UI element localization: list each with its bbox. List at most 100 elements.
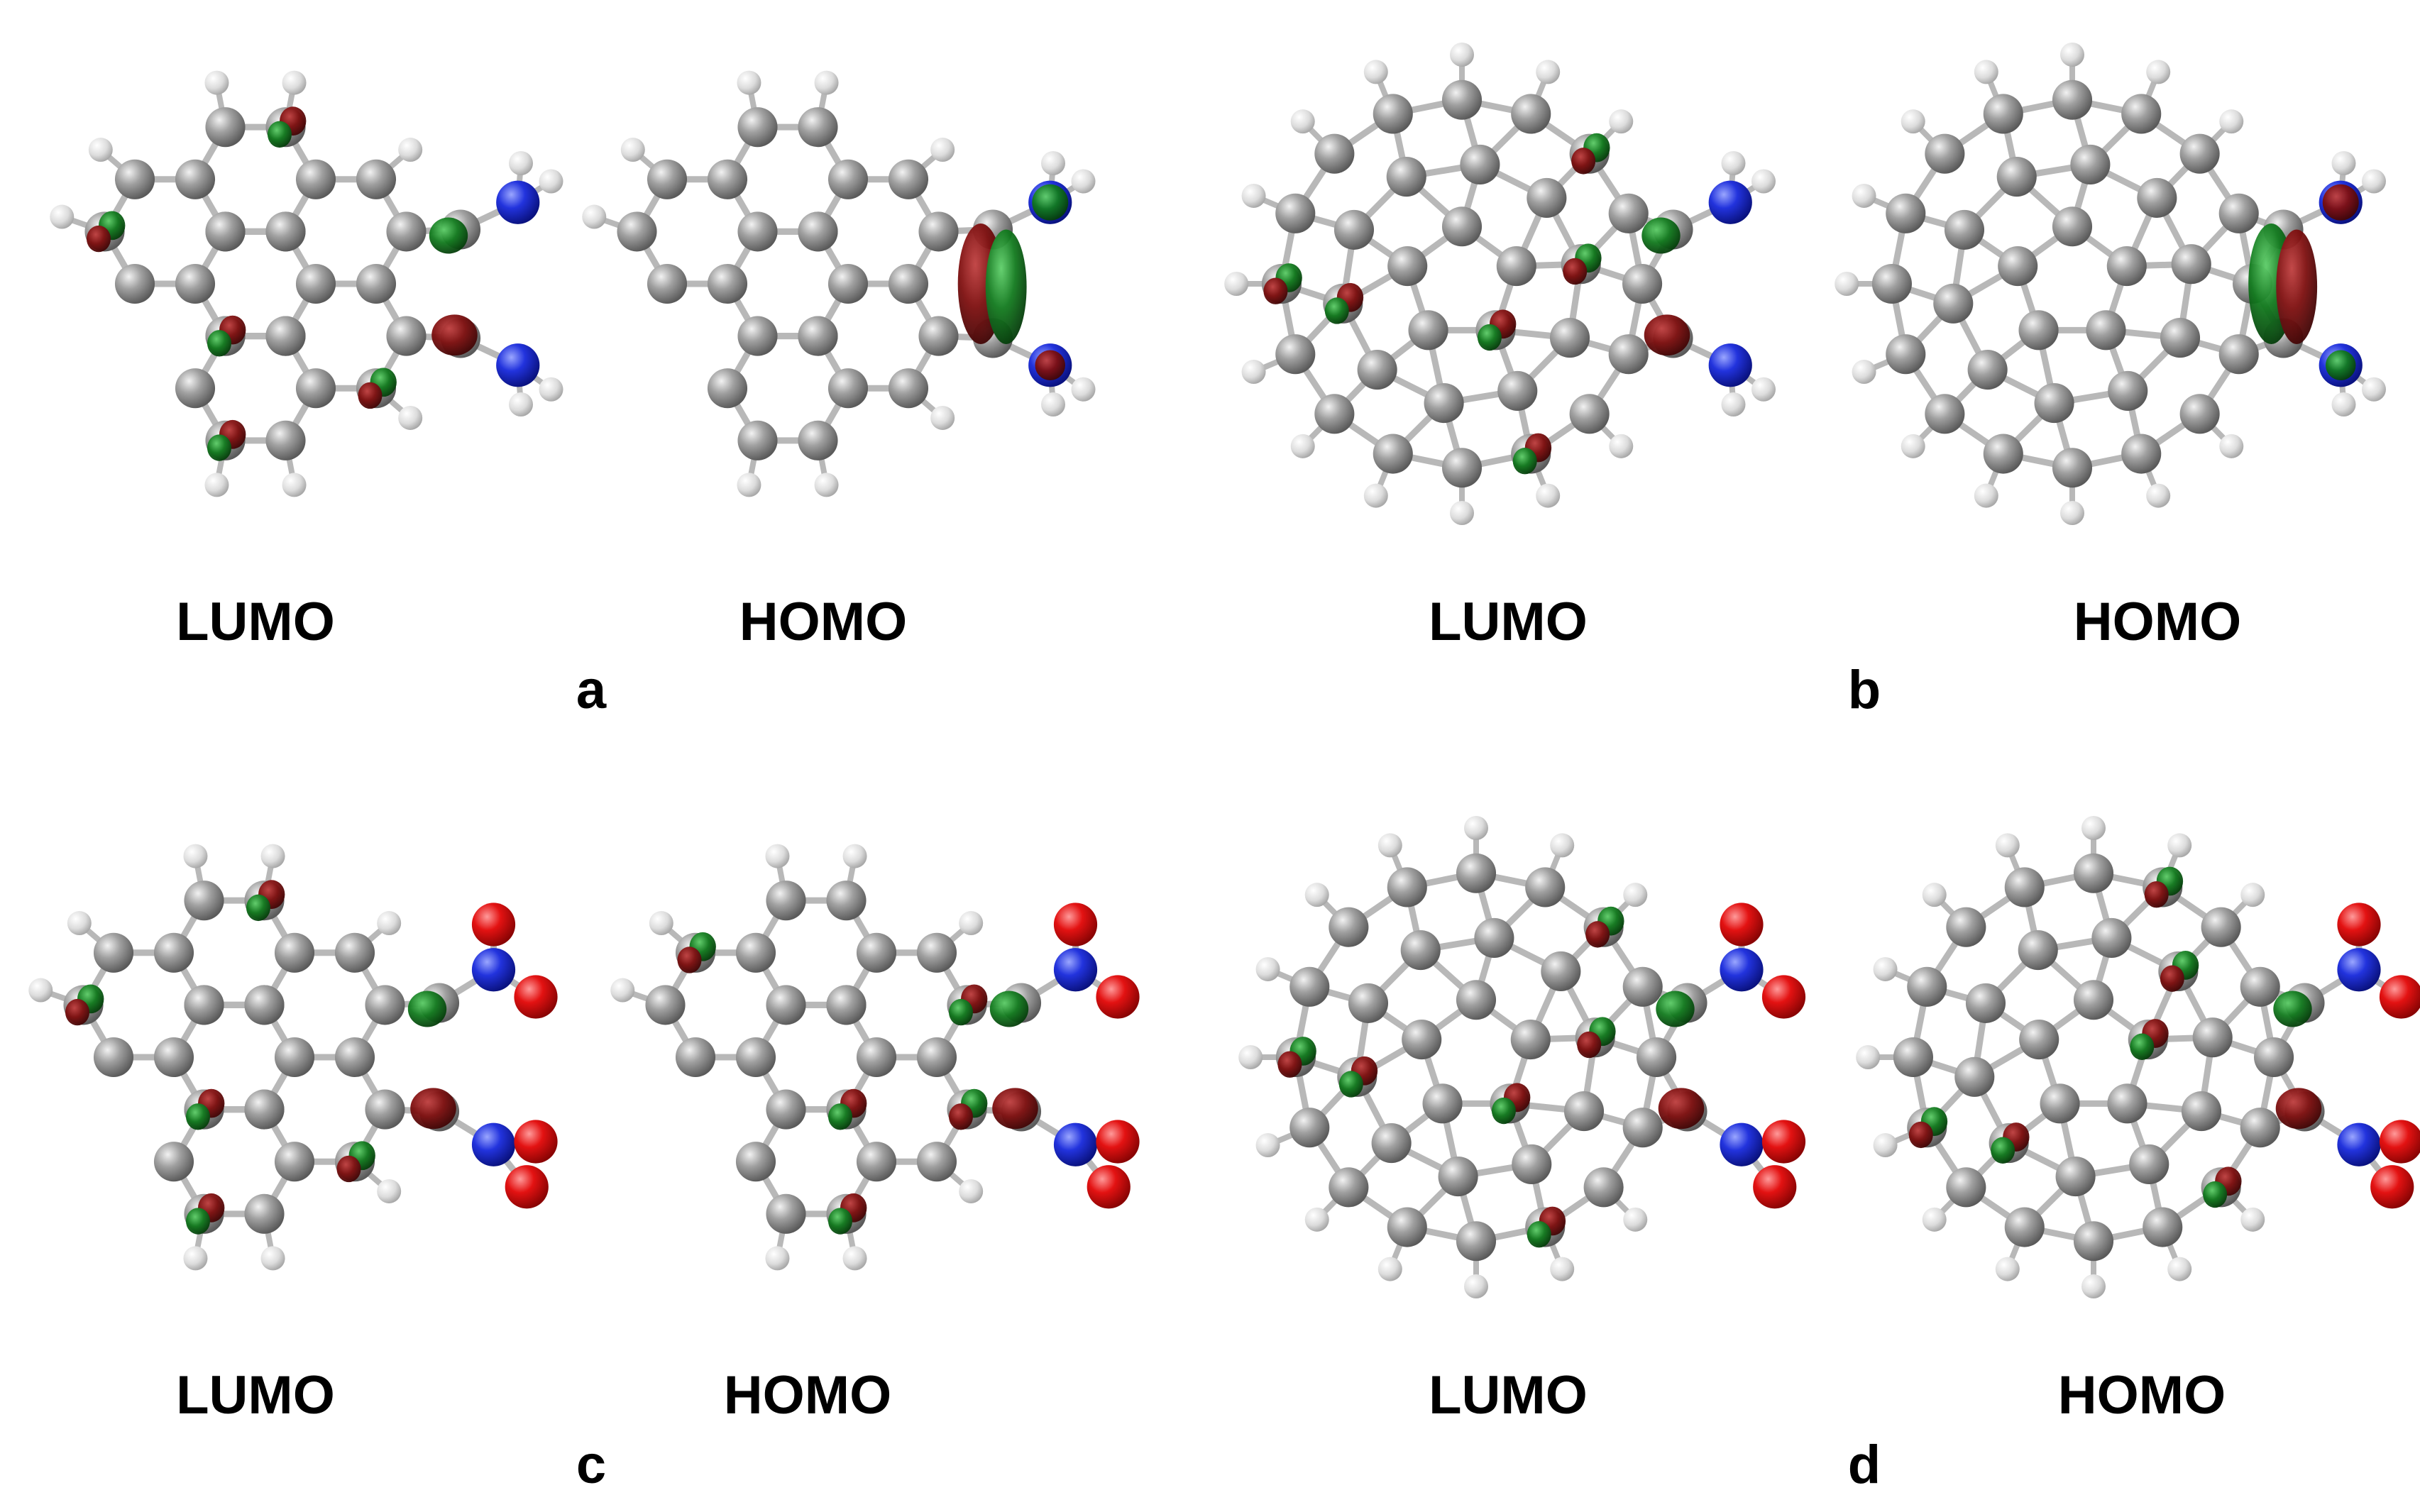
hydrogen-atom <box>1041 151 1065 175</box>
hydrogen-atom <box>2146 60 2171 84</box>
hydrogen-atom <box>1071 169 1096 194</box>
negative-lobe <box>828 1208 852 1235</box>
carbon-atom <box>707 263 748 304</box>
hydrogen-atom <box>1623 883 1648 907</box>
positive-lobe <box>358 382 383 409</box>
nitrogen-atom <box>1053 1122 1098 1166</box>
negative-lobe <box>429 217 468 254</box>
carbon-atom <box>1886 334 1926 375</box>
carbon-atom <box>1408 310 1448 351</box>
carbon-atom <box>1907 966 1947 1007</box>
carbon-atom <box>2018 930 2058 971</box>
carbon-atom <box>1275 334 1316 375</box>
carbon-atom <box>1925 394 1965 434</box>
carbon-atom <box>1608 334 1649 375</box>
carbon-atom <box>1333 209 1375 250</box>
hydrogen-atom <box>1873 1133 1898 1158</box>
carbon-atom <box>184 881 224 921</box>
nitrogen-atom <box>1708 180 1752 224</box>
panel-c-lumo-label: LUMO <box>176 1365 335 1425</box>
carbon-atom <box>1402 1019 1442 1060</box>
molecule-b-lumo <box>1224 43 1776 525</box>
carbon-atom <box>798 316 838 356</box>
oxygen-atom <box>1753 1165 1797 1209</box>
hydrogen-atom <box>88 138 113 162</box>
negative-lobe <box>2326 350 2356 380</box>
hydrogen-atom <box>930 138 955 162</box>
carbon-atom <box>1871 263 1912 304</box>
molecule-c-homo <box>610 844 1140 1271</box>
carbon-atom <box>2143 1207 2183 1247</box>
hydrogen-atom <box>1290 109 1315 134</box>
carbon-atom <box>2121 94 2162 134</box>
carbon-atom <box>1441 206 1483 247</box>
orbital-lobes <box>2248 184 2359 380</box>
carbon-atom <box>295 159 336 199</box>
carbon-atom <box>93 1037 134 1078</box>
hydrogen-atom <box>1751 169 1776 194</box>
carbon-atom <box>737 420 778 460</box>
hydrogen-atom <box>1304 1207 1329 1232</box>
carbon-atom <box>1387 245 1428 287</box>
oxygen-atom <box>505 1165 549 1209</box>
panel-c-homo-label: HOMO <box>724 1365 891 1425</box>
carbon-atom <box>265 316 306 356</box>
oxygen-atom <box>1761 1120 1806 1164</box>
hydrogen-atom <box>1224 272 1249 296</box>
carbon-atom <box>1996 157 2037 197</box>
carbon-atom <box>2129 1144 2169 1184</box>
positive-lobe <box>87 225 111 253</box>
positive-lobe <box>1658 1088 1705 1130</box>
carbon-atom <box>1569 394 1610 434</box>
panel-b-homo-label: HOMO <box>2074 592 2241 652</box>
carbon-atom <box>2052 448 2093 488</box>
hydrogen-atom <box>260 1246 285 1271</box>
carbon-atom <box>1983 94 2023 134</box>
carbon-atom <box>737 107 778 148</box>
nitrogen-atom <box>1720 948 1764 992</box>
carbon-atom <box>707 368 748 409</box>
carbon-atom <box>93 932 134 973</box>
hydrogen-atom <box>842 1246 867 1271</box>
hydrogen-atom <box>1255 1133 1280 1158</box>
labels-layer: LUMO HOMO a LUMO HOMO b LUMO HOMO c LUMO… <box>176 592 2241 1495</box>
hydrogen-atom <box>398 405 423 430</box>
carbon-atom <box>2018 310 2059 351</box>
carbon-atom <box>766 1089 806 1130</box>
hydrogen-atom <box>814 70 839 95</box>
hydrogen-atom <box>842 844 867 868</box>
positive-lobe <box>1035 350 1065 380</box>
carbon-atom <box>334 932 375 973</box>
hydrogen-atom <box>1041 392 1065 416</box>
positive-lobe <box>336 1155 361 1183</box>
negative-lobe <box>1491 1097 1516 1125</box>
hydrogen-atom <box>509 392 533 416</box>
positive-lobe <box>2144 881 2169 908</box>
carbon-atom <box>1314 394 1355 434</box>
hydrogen-atom <box>1922 1207 1947 1232</box>
carbon-atom <box>766 881 806 921</box>
carbon-atom <box>1400 930 1441 971</box>
hydrogen-atom <box>2219 109 2244 134</box>
hydrogen-atom <box>1901 434 1925 458</box>
oxygen-atom <box>2379 1120 2420 1164</box>
hydrogen-atom <box>1304 883 1329 907</box>
panel-d-letter: d <box>1848 1435 1881 1495</box>
negative-lobe <box>2273 990 2312 1027</box>
carbon-atom <box>295 263 336 304</box>
molecule-d-lumo <box>1238 816 1806 1298</box>
negative-lobe <box>2130 1033 2155 1060</box>
carbon-atom <box>1998 245 2038 287</box>
hydrogen-atom <box>1377 1257 1402 1281</box>
carbon-atom <box>1456 980 1497 1020</box>
carbon-atom <box>2218 193 2259 233</box>
carbon-atom <box>2106 245 2147 287</box>
carbon-atom <box>798 420 838 460</box>
oxygen-atom <box>2379 975 2420 1019</box>
hydrogen-atom <box>282 473 307 497</box>
carbon-atom <box>2160 318 2201 358</box>
carbon-atom <box>617 211 657 252</box>
carbon-atom <box>1460 144 1500 184</box>
nitrogen-atom <box>1053 948 1098 992</box>
hydrogen-atom <box>539 377 563 402</box>
